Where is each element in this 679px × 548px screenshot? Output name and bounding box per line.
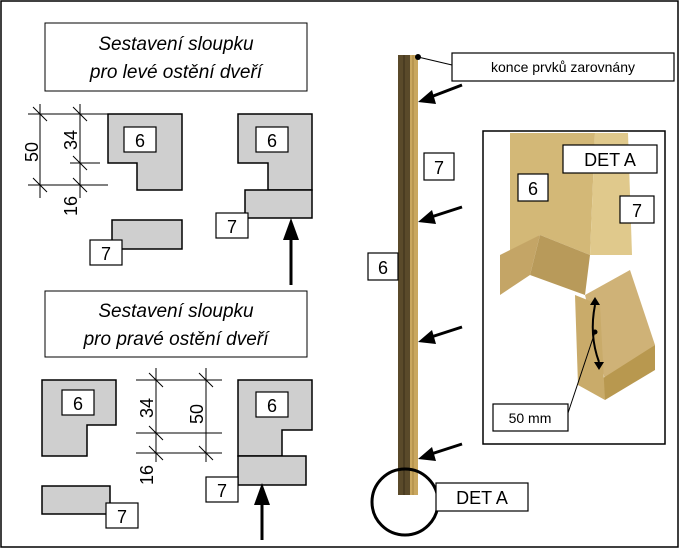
post-part-6-tag (367, 252, 399, 281)
assembled-part-7-tag-right (205, 476, 239, 503)
right-door-assembly: Sestavení sloupku pro pravé ostění dveří… (41, 290, 313, 540)
push-arrow-right-head (254, 483, 270, 505)
assembled-part-7-right (237, 455, 307, 486)
detail-part-6-label: 6 (528, 179, 538, 199)
post-part-7-label: 7 (434, 158, 444, 178)
part-7-profile (111, 219, 183, 250)
wood-end-left (500, 235, 540, 295)
detail-callout (435, 482, 529, 512)
part-6-label-right: 6 (73, 394, 83, 414)
part-7-label: 7 (101, 244, 111, 264)
title-right-line1: Sestavení sloupku (98, 301, 254, 322)
assembled-part-7-label: 7 (227, 217, 237, 237)
aligned-ends-note (451, 52, 675, 82)
assembled-part-7 (244, 189, 313, 219)
dim-34-right: 34 (137, 398, 157, 418)
detail-title-box (562, 144, 658, 174)
title-left-line2: pro levé ostění dveří (89, 62, 264, 83)
detail-part-7-tag (619, 195, 655, 224)
part-6-tag (123, 126, 157, 153)
part-6-profile-right (41, 379, 117, 457)
measure-label: 50 mm (509, 410, 552, 426)
title-box-left (44, 22, 308, 92)
assembled-part-6-label: 6 (267, 131, 277, 151)
title-right-line2: pro pravé ostění dveří (83, 329, 271, 350)
assembled-part-6-right (237, 379, 313, 457)
dim-16-right: 16 (137, 465, 157, 485)
push-arrow-left-head (283, 218, 299, 240)
title-left-line1: Sestavení sloupku (98, 34, 254, 55)
post-part-7-tag (423, 152, 455, 181)
dim-34-left: 34 (61, 130, 81, 150)
detail-title-text: DET A (584, 150, 636, 170)
detail-callout-text: DET A (456, 488, 508, 508)
wood-part-7-side (600, 345, 655, 400)
aligned-ends-note-text: konce prvků zarovnány (491, 59, 635, 75)
dim-16-left: 16 (61, 196, 81, 216)
detail-part-6-tag (517, 173, 549, 202)
post-part-6-label: 6 (378, 258, 388, 278)
assembled-part-6-label-right: 6 (267, 396, 277, 416)
left-door-assembly: Sestavení sloupku pro levé ostění dveří … (22, 22, 313, 285)
dim-50-left: 50 (22, 142, 42, 162)
part-7-label-right: 7 (117, 507, 127, 527)
assembled-part-7-label-right: 7 (217, 481, 227, 501)
detail-part-7-label: 7 (632, 201, 642, 221)
post-part-7 (410, 55, 418, 495)
dimension-lines-right (136, 368, 222, 462)
assembled-part-6-tag (255, 126, 289, 153)
title-box-right (44, 290, 308, 358)
dimension-lines-left (28, 104, 108, 198)
measure-tag (492, 403, 569, 432)
part-6-tag-right (61, 389, 95, 416)
screw-arrows (418, 83, 463, 461)
part-7-profile-right (41, 485, 111, 515)
assembled-part-6-tag-right (255, 391, 289, 418)
part-6-label: 6 (135, 131, 145, 151)
post-elevation: konce prvků zarovnány 7 6 DET A (367, 52, 675, 537)
part-7-tag-right (105, 502, 139, 529)
part-7-tag (89, 239, 123, 266)
assembled-part-7-tag (215, 212, 249, 239)
dim-50-right: 50 (187, 404, 207, 424)
wood-end-top (530, 235, 590, 295)
measure-arc (591, 304, 600, 363)
detail-a: DET A 6 7 50 mm (482, 130, 666, 445)
